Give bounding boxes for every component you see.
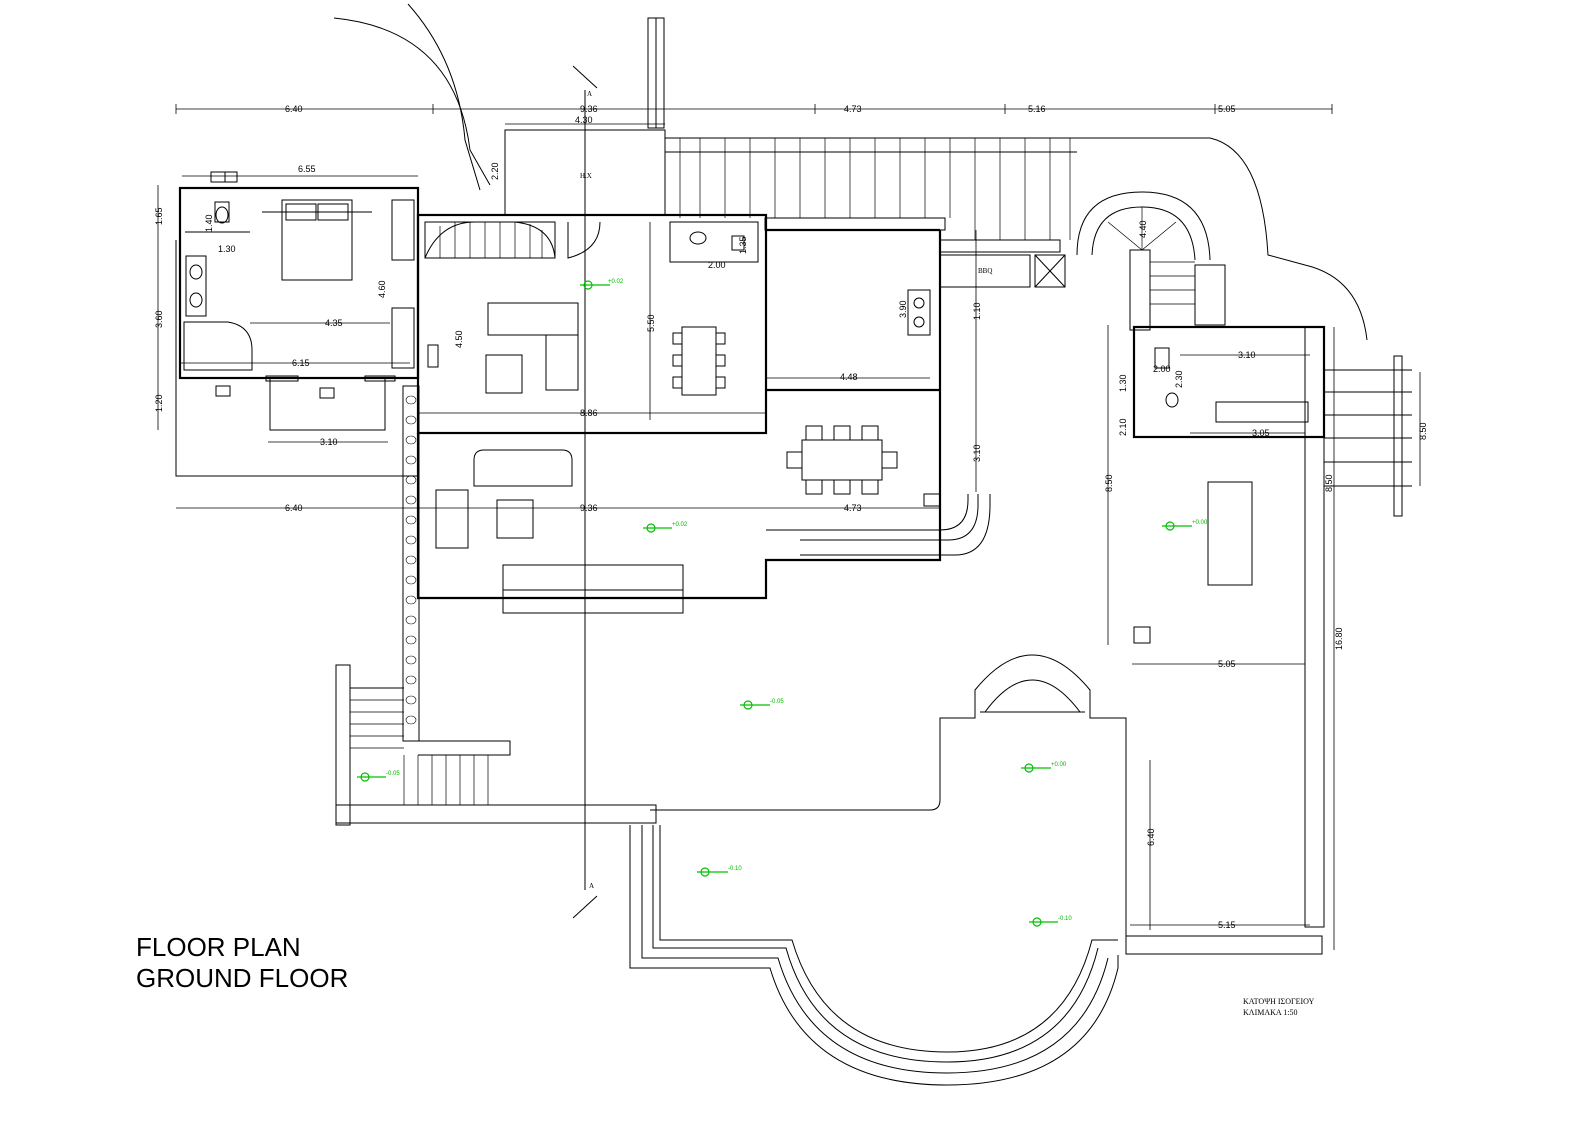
dim-label: 4.30 — [575, 115, 593, 125]
level-label: +0.02 — [608, 279, 624, 285]
dim-label: 5.50 — [646, 314, 656, 332]
room-label-hx: Η.Χ — [580, 172, 592, 180]
dim-label: 4.60 — [377, 280, 387, 298]
dim-label: 6.40 — [1146, 828, 1156, 846]
dim-label: 3.10 — [1238, 350, 1256, 360]
dim-label: 5.05 — [1218, 104, 1236, 114]
note-line-2: ΚΛΙΜΑΚΑ 1:50 — [1243, 1008, 1298, 1017]
dim-label: 1.30 — [218, 244, 236, 254]
dim-label: 6.15 — [292, 358, 310, 368]
dim-label: 3.05 — [1252, 428, 1270, 438]
dim-label: 8.50 — [1418, 422, 1428, 440]
dim-label: 1.40 — [204, 214, 214, 232]
dim-label: 9.36 — [580, 104, 598, 114]
dim-label: 2.10 — [1118, 418, 1128, 436]
top-dimension-chain: 6.40 9.36 4.73 5.16 5.05 4.30 — [175, 104, 1333, 125]
dim-label: 5.15 — [1218, 920, 1236, 930]
level-label: -0.05 — [770, 699, 784, 705]
dim-label: 2.00 — [708, 260, 726, 270]
dim-label: 5.05 — [1218, 659, 1236, 669]
dim-label: 4.73 — [844, 503, 862, 513]
note-line-1: ΚΑΤΟΨΗ ΙΣΟΓΕΙΟΥ — [1243, 997, 1315, 1006]
level-markers: +0.02 +0.02 +0.00 -0.05 +0.00 -0.05 -0.1… — [357, 279, 1208, 927]
dim-label: 8.50 — [1104, 474, 1114, 492]
room-label-bbq: BBQ — [978, 267, 992, 275]
dim-label: 4.73 — [844, 104, 862, 114]
dim-label: 2.20 — [490, 162, 500, 180]
side-pergola: 8.50 — [1324, 355, 1428, 517]
dim-label: 16.80 — [1334, 627, 1344, 650]
main-hall: 6.40 9.36 4.73 3.10 1.10 — [176, 230, 991, 614]
dim-label: 1.65 — [154, 207, 164, 225]
dim-label: 1.20 — [154, 394, 164, 412]
dim-label: 4.50 — [454, 330, 464, 348]
stone-wall-left — [402, 385, 420, 742]
level-label: +0.00 — [1051, 762, 1067, 768]
dim-label: 2.30 — [1174, 370, 1184, 388]
dim-label: 3.90 — [898, 300, 908, 318]
bedroom-wing: 6.55 1.65 1.40 1.30 4.35 6.15 4.60 3.60 … — [154, 164, 420, 477]
spiral-stair: 4.40 — [1076, 137, 1368, 341]
living-block: 4.50 5.50 2.00 1.35 3.90 4.48 8.86 Η.Χ 2… — [416, 129, 942, 435]
pergola: BBQ — [665, 137, 1077, 288]
dim-label: 2.00 — [1153, 364, 1171, 374]
level-label: -0.10 — [728, 866, 742, 872]
level-label: -0.10 — [1058, 916, 1072, 922]
guest-wing: 3.10 2.00 1.30 2.30 3.05 8.50 5.05 16.80… — [1104, 325, 1344, 950]
drawing-note: ΚΑΤΟΨΗ ΙΣΟΓΕΙΟΥ ΚΛΙΜΑΚΑ 1:50 — [1243, 996, 1314, 1018]
dim-label: 6.55 — [298, 164, 316, 174]
title-line-2: GROUND FLOOR — [136, 963, 349, 993]
pool-terrace: 6.40 5.15 — [629, 760, 1323, 1086]
dim-label: 3.10 — [320, 437, 338, 447]
level-label: +0.00 — [1192, 520, 1208, 526]
dim-label: 3.60 — [154, 310, 164, 328]
dim-label: 1.10 — [972, 302, 982, 320]
level-label: -0.05 — [386, 771, 400, 777]
dim-label: 6.40 — [285, 503, 303, 513]
dim-label: 4.40 — [1138, 220, 1148, 238]
section-line: A A — [572, 65, 598, 919]
section-mark-bottom: A — [589, 882, 594, 890]
level-label: +0.02 — [672, 522, 688, 528]
dim-label: 9.36 — [580, 503, 598, 513]
dim-label: 8.86 — [580, 408, 598, 418]
lower-terrace — [335, 654, 1127, 940]
dim-label: 6.40 — [285, 104, 303, 114]
dim-label: 1.30 — [1118, 374, 1128, 392]
dim-label: 1.35 — [738, 236, 748, 254]
dim-label: 5.16 — [1028, 104, 1046, 114]
dim-label: 4.35 — [325, 318, 343, 328]
dim-label: 8.50 — [1324, 474, 1334, 492]
title-line-1: FLOOR PLAN — [136, 932, 301, 962]
drawing-title: FLOOR PLAN GROUND FLOOR — [136, 932, 348, 994]
dim-label: 3.10 — [972, 444, 982, 462]
section-mark-top: A — [587, 90, 592, 98]
dim-label: 4.48 — [840, 372, 858, 382]
